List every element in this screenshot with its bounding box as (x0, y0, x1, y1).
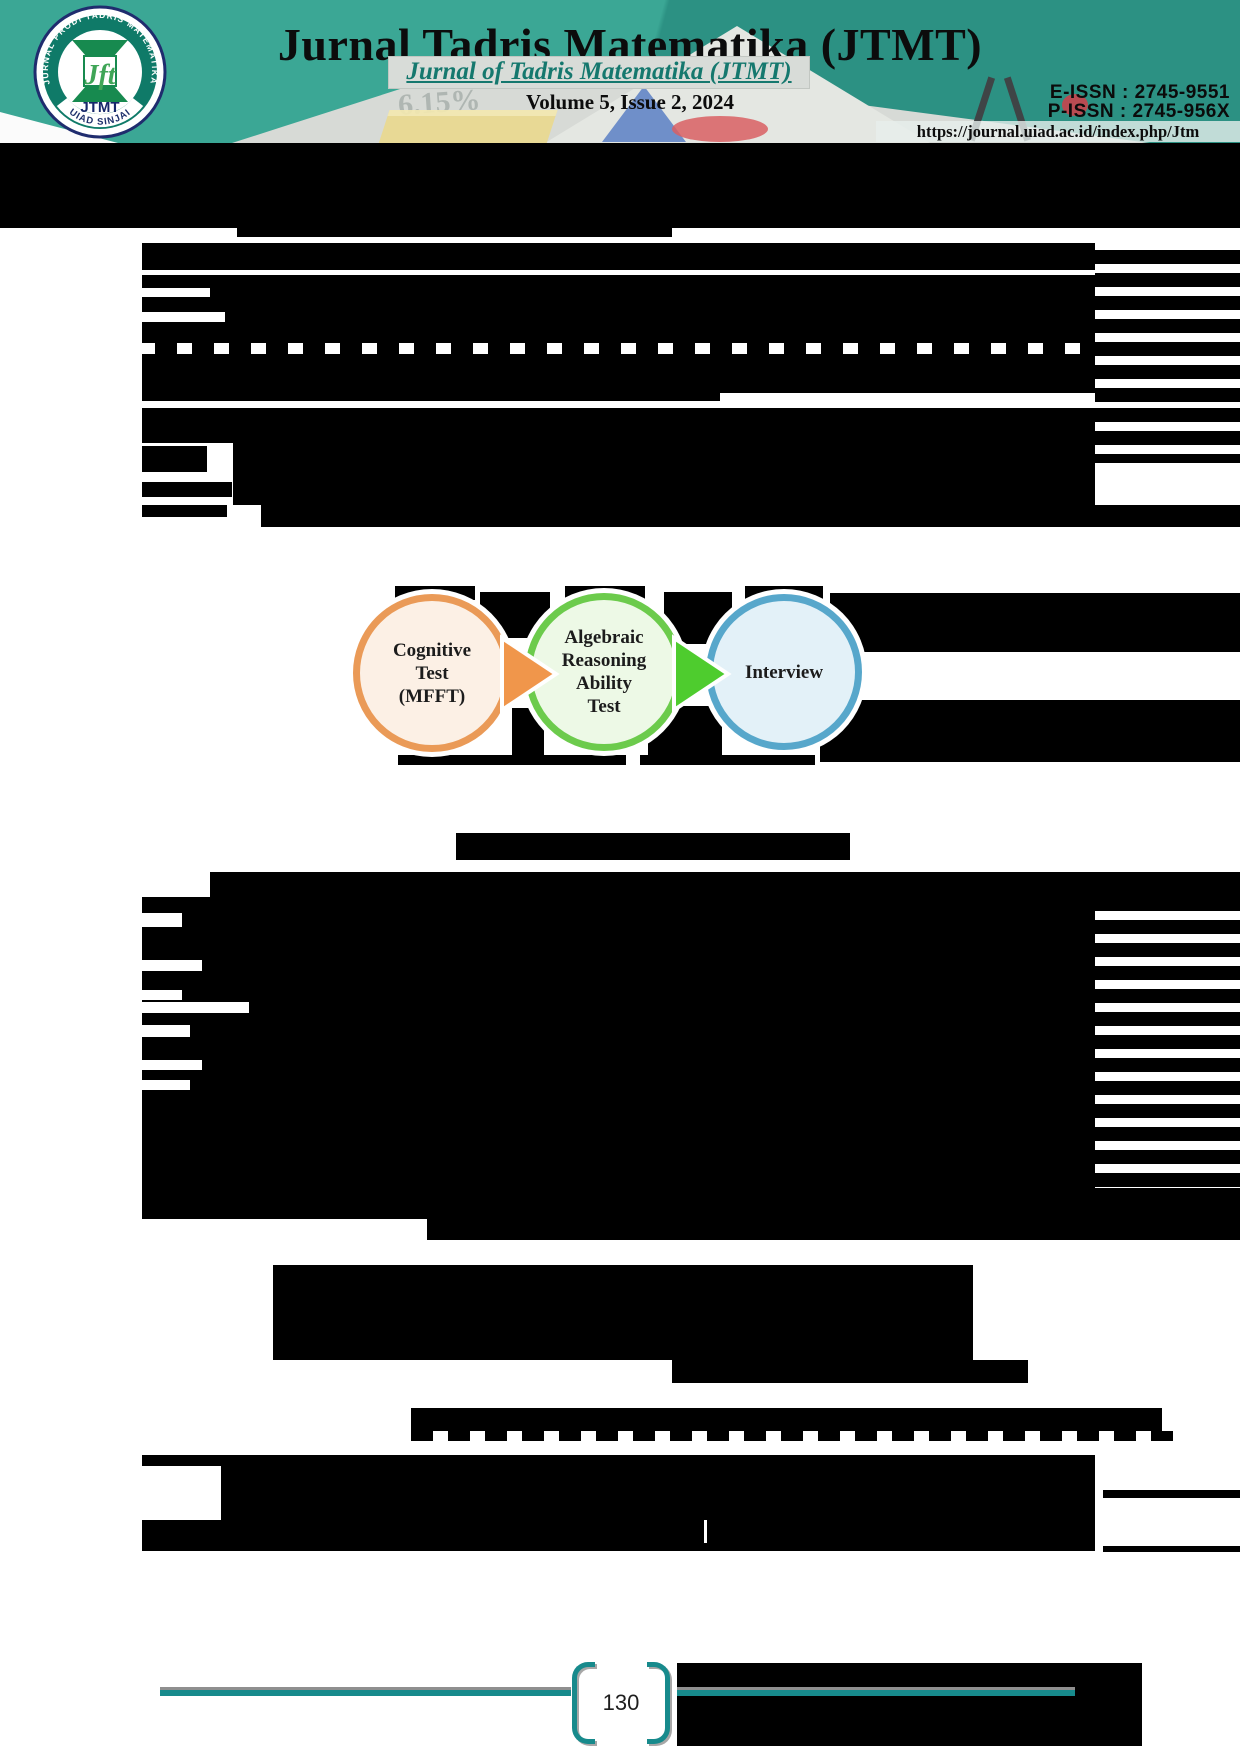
logo-lantern-top (72, 40, 128, 56)
redacted-text-block (142, 505, 227, 517)
redacted-text-block (142, 897, 1095, 1207)
redaction-gap (142, 990, 182, 1000)
redacted-text-block (1095, 250, 1240, 408)
journal-subtitle-box: Jurnal of Tadris Matematika (JTMT) (388, 56, 810, 89)
figure-node-label: Interview (744, 661, 824, 683)
redacted-text-block (142, 1520, 704, 1543)
arrow-right-icon (672, 634, 732, 714)
redacted-text-block (398, 755, 626, 765)
redacted-text-block (142, 243, 1095, 270)
redacted-text-block (411, 1431, 1186, 1441)
journal-header: 6.15% JURNAL PRODI TADRIS MATEMATIKA Jft… (0, 0, 1240, 143)
redacted-text-block (1095, 897, 1240, 1188)
redacted-text-block (142, 1207, 427, 1219)
redacted-text-block (672, 1360, 1028, 1383)
redacted-text-block (142, 354, 1095, 393)
redaction-gap (142, 960, 202, 971)
redacted-text-block (677, 1663, 1142, 1746)
redaction-gap (142, 1025, 190, 1037)
redacted-text-block (142, 408, 1095, 443)
p-issn: P-ISSN : 2745-956X (1047, 101, 1230, 122)
figure-node-cognitive-test: Cognitive Test (MFFT) (353, 594, 511, 752)
redacted-text-block (640, 755, 815, 765)
redaction-gap (142, 312, 225, 322)
redacted-text-block (707, 1520, 1095, 1543)
journal-url-band: https://journal.uiad.ac.id/index.php/Jtm (876, 121, 1240, 142)
logo-monogram: Jft (83, 60, 116, 91)
redacted-text-block (142, 482, 232, 497)
journal-url-link[interactable]: https://journal.uiad.ac.id/index.php/Jtm (916, 122, 1200, 141)
figure-node-label: Algebraic Reasoning Ability Test (561, 627, 647, 717)
redaction-gap (142, 1002, 249, 1013)
redacted-text-block (237, 228, 672, 237)
redacted-text-block (221, 1455, 1095, 1520)
red-dot-illustration (1062, 94, 1088, 116)
redacted-text-block (155, 343, 1095, 354)
redacted-text-block (233, 443, 1095, 505)
redaction-gap (142, 913, 182, 927)
redacted-text-block (142, 393, 720, 401)
redaction-gap (142, 1060, 202, 1070)
redacted-text-block (1103, 1490, 1240, 1498)
redacted-text-block (273, 1265, 973, 1360)
redacted-text-block (411, 1408, 1162, 1431)
e-issn: E-ISSN : 2745-9551 (1049, 82, 1230, 103)
volume-issue-line: Volume 5, Issue 2, 2024 (525, 90, 735, 114)
redacted-text-block (830, 593, 1240, 652)
journal-logo: JURNAL PRODI TADRIS MATEMATIKA Jft JTMT … (33, 5, 167, 139)
redacted-text-block (0, 143, 1240, 228)
redacted-text-block (456, 833, 850, 860)
redacted-text-block (142, 446, 207, 472)
redaction-gap (142, 1080, 190, 1090)
redacted-text-block (142, 275, 1095, 343)
figure-node-label: Cognitive Test (MFFT) (392, 639, 472, 707)
redacted-text-block (820, 700, 1240, 762)
redacted-text-block (210, 872, 1240, 897)
redaction-gap (142, 288, 210, 297)
redacted-text-block (142, 1543, 1095, 1551)
redacted-text-block (261, 505, 1240, 527)
arrow-right-icon (500, 634, 560, 714)
redacted-text-block (427, 1207, 1240, 1240)
logo-acronym: JTMT (80, 99, 119, 116)
pyramid-illustration (602, 86, 686, 142)
redacted-text-block (1103, 1546, 1240, 1552)
logo-lantern-bottom (72, 86, 128, 102)
ellipse-illustration (672, 116, 768, 142)
journal-subtitle: Jurnal of Tadris Matematika (JTMT) (406, 58, 792, 85)
figure-node-interview: Interview (706, 594, 862, 750)
redacted-text-block (142, 1455, 221, 1466)
redacted-text-block (1095, 408, 1240, 463)
